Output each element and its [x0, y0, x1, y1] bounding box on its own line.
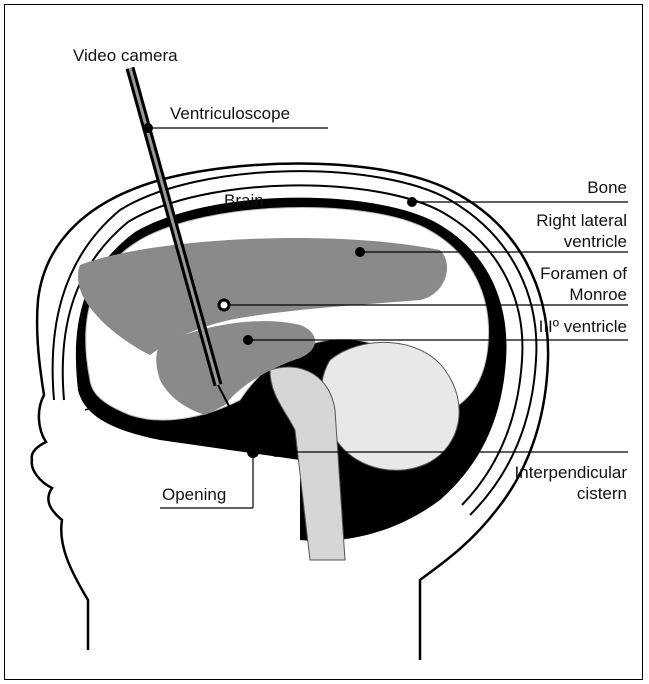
label-foramen-2: Monroe: [569, 284, 627, 305]
dot-third-ventricle: [243, 335, 253, 345]
dot-opening: [247, 446, 259, 458]
label-ventriculoscope: Ventriculoscope: [170, 103, 290, 124]
dot-foramen: [219, 300, 229, 310]
label-interpendicular-1: Interpendicular: [515, 462, 627, 483]
label-video-camera: Video camera: [73, 45, 178, 66]
label-foramen-1: Foramen of: [540, 263, 627, 284]
dot-ventriculoscope: [143, 123, 153, 133]
label-opening: Opening: [162, 484, 226, 505]
label-brain: Brain: [224, 190, 264, 211]
dot-interpendicular: [271, 447, 281, 457]
label-right-lateral-2: ventricle: [564, 231, 627, 252]
dot-bone: [407, 197, 417, 207]
label-bone: Bone: [587, 177, 627, 198]
label-interpendicular-2: cistern: [577, 483, 627, 504]
dot-lateral-ventricle: [355, 247, 365, 257]
label-third-ventricle: IIIº ventricle: [539, 316, 627, 337]
label-right-lateral-1: Right lateral: [536, 210, 627, 231]
